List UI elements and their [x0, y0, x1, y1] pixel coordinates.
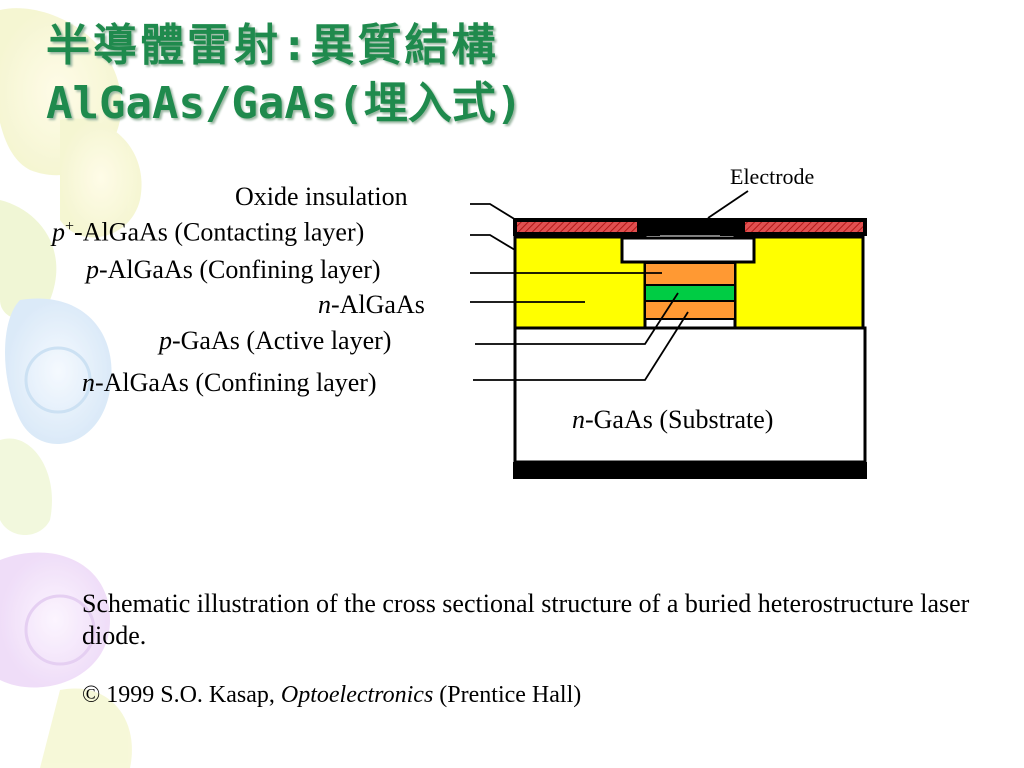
n-confining-layer: [644, 300, 736, 320]
oxide-leader: [470, 203, 517, 221]
contact-prefix: p: [52, 217, 65, 247]
electrode-label: Electrode: [730, 164, 815, 189]
contact-layer: [620, 236, 756, 264]
active-rest: -GaAs (Active layer): [172, 326, 392, 355]
nconf-prefix: n: [82, 368, 95, 397]
active-layer-label: p-GaAs (Active layer): [159, 328, 391, 354]
oxide-insulation-left: [517, 222, 637, 232]
substrate-prefix: n: [572, 405, 585, 434]
pconf-prefix: p: [86, 255, 99, 284]
pconf-rest: -AlGaAs (Confining layer): [99, 255, 381, 284]
p-confining-label: p-AlGaAs (Confining layer): [86, 257, 381, 283]
active-prefix: p: [159, 326, 172, 355]
oxide-insulation-right: [745, 222, 863, 232]
substrate-block: [513, 326, 867, 464]
contact-rest: -AlGaAs (Contacting layer): [74, 217, 365, 247]
side-region-right: [733, 235, 865, 330]
substrate-label: n-GaAs (Substrate): [572, 407, 773, 433]
credit-book: Optoelectronics: [280, 682, 434, 708]
active-layer: [644, 284, 736, 302]
nconf-rest: -AlGaAs (Confining layer): [95, 368, 377, 397]
contact-sup: +: [65, 218, 75, 235]
substrate-bottom-electrode: [513, 462, 867, 479]
active-leader: [475, 292, 679, 345]
electrode-leader: [707, 190, 749, 219]
credit-suffix: (Prentice Hall): [433, 682, 582, 708]
n-confining-label: n-AlGaAs (Confining layer): [82, 370, 377, 396]
figure-caption: Schematic illustration of the cross sect…: [82, 589, 970, 650]
oxide-label: Oxide insulation: [235, 182, 408, 211]
contact-layer-label: p+-AlGaAs (Contacting layer): [52, 219, 364, 246]
nalgaas-prefix: n: [318, 290, 331, 319]
slide-title-chinese: 半導體雷射:異質結構: [46, 20, 499, 71]
contact-leader: [470, 234, 516, 251]
slide-title-material: AlGaAs/GaAs(埋入式): [46, 78, 523, 129]
substrate-rest: -GaAs (Substrate): [585, 405, 774, 434]
p-confining-layer: [644, 262, 736, 286]
copyright-credit: © 1999 S.O. Kasap, Optoelectronics (Pren…: [82, 682, 581, 709]
n-algaas-label: n-AlGaAs: [318, 292, 425, 318]
nalgaas-rest: -AlGaAs: [331, 290, 425, 319]
nconf-leader: [473, 311, 689, 381]
credit-prefix: © 1999 S.O. Kasap,: [82, 682, 281, 708]
